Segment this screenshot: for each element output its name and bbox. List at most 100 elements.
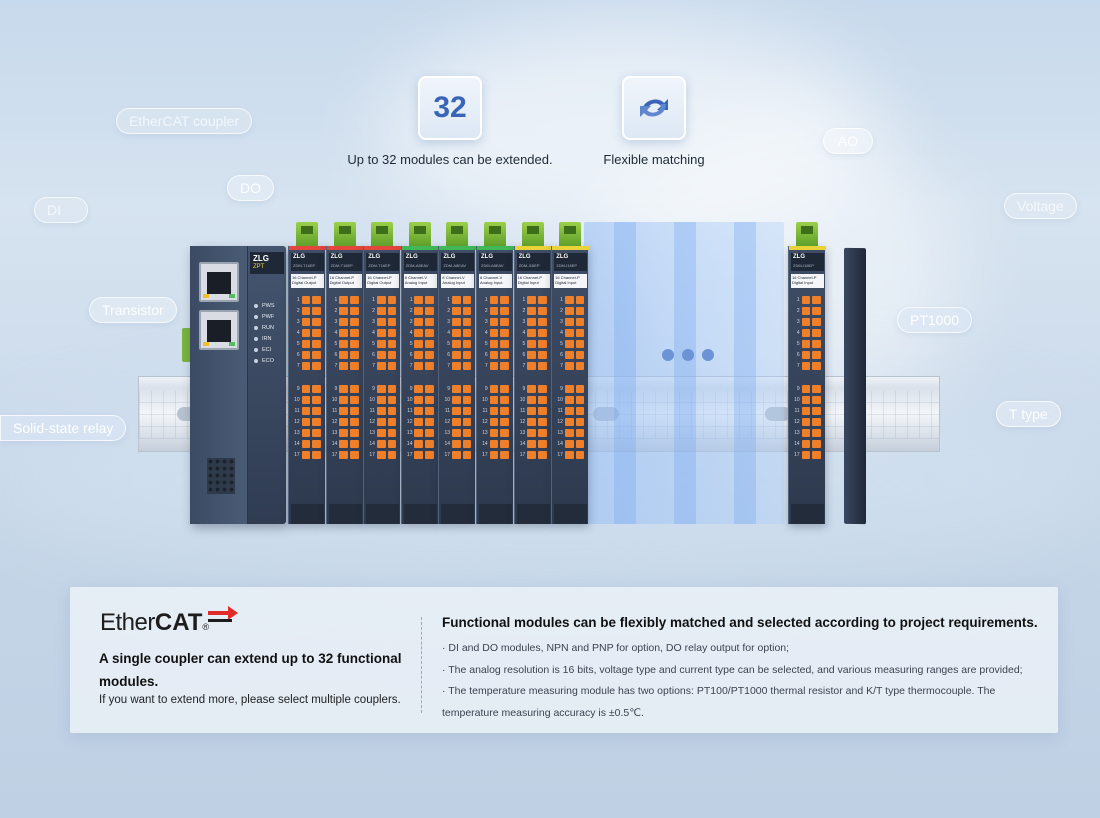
module-code: ZDM-A8EAV bbox=[481, 263, 504, 268]
terminal-release-icon bbox=[812, 439, 821, 448]
led-dot-icon bbox=[254, 336, 258, 341]
module-code: ZDM-T16EP bbox=[293, 263, 316, 268]
terminal-release-icon bbox=[312, 339, 321, 348]
terminal-release-icon bbox=[425, 317, 434, 326]
coupler-brand: ZLG bbox=[253, 254, 269, 263]
terminal-number: 2 bbox=[447, 307, 451, 314]
terminal-release-icon bbox=[376, 428, 386, 437]
terminal-release-icon bbox=[575, 328, 585, 337]
terminal-release-icon bbox=[349, 317, 359, 326]
terminal-release-icon bbox=[500, 306, 509, 315]
terminal-number: 2 bbox=[560, 307, 563, 314]
terminal-release-icon bbox=[339, 339, 348, 348]
terminal-number: 7 bbox=[447, 362, 451, 369]
terminal-number: 7 bbox=[296, 362, 300, 369]
terminal-gap bbox=[292, 371, 323, 383]
terminal-release-icon bbox=[301, 295, 311, 304]
terminal-release-icon bbox=[489, 306, 499, 315]
terminal-number: 14 bbox=[369, 440, 375, 447]
connector-plug bbox=[408, 222, 431, 246]
terminal-row: 1 bbox=[367, 294, 398, 305]
module-type-label: 16 Channel-P Digital Input bbox=[516, 274, 550, 288]
terminal-number: 17 bbox=[294, 451, 300, 458]
terminal-release-icon bbox=[527, 406, 536, 415]
module-type-label: 16 Channel-P Digital Output bbox=[366, 274, 400, 288]
terminal-release-icon bbox=[812, 384, 821, 393]
module-color-stripe bbox=[289, 246, 326, 250]
terminal-release-icon bbox=[500, 428, 509, 437]
terminal-release-icon bbox=[301, 450, 311, 459]
terminal-release-icon bbox=[575, 406, 585, 415]
terminal-release-icon bbox=[387, 439, 397, 448]
terminal-release-icon bbox=[812, 295, 821, 304]
list-item: · DI and DO modules, NPN and PNP for opt… bbox=[442, 642, 790, 654]
terminal-number: 4 bbox=[296, 329, 300, 336]
terminal-row: 1 bbox=[330, 294, 361, 305]
logo-arrow-icon bbox=[208, 606, 238, 622]
module-brand: ZLG bbox=[556, 254, 569, 260]
terminal-release-icon bbox=[801, 306, 811, 315]
terminal-release-icon bbox=[575, 306, 585, 315]
terminal-row: 7 bbox=[405, 360, 436, 371]
terminal-number: 3 bbox=[522, 318, 526, 325]
terminal-release-icon bbox=[312, 295, 321, 304]
tag-t-type: T type bbox=[996, 401, 1061, 427]
terminal-release-icon bbox=[801, 384, 811, 393]
terminal-release-icon bbox=[339, 439, 348, 448]
terminal-row: 4 bbox=[792, 327, 823, 338]
terminal-release-icon bbox=[537, 417, 547, 426]
terminal-release-icon bbox=[452, 350, 461, 359]
terminal-release-icon bbox=[425, 295, 434, 304]
led-label: ECO bbox=[262, 357, 274, 364]
terminal-number: 7 bbox=[409, 362, 413, 369]
list-item: · The temperature measuring module has t… bbox=[442, 685, 996, 719]
led-label: PWS bbox=[262, 302, 275, 309]
tag-do: DO bbox=[227, 175, 274, 201]
terminal-gap bbox=[792, 371, 823, 383]
terminal-release-icon bbox=[812, 417, 821, 426]
terminal-number: 3 bbox=[447, 318, 451, 325]
terminal-number: 9 bbox=[484, 385, 488, 392]
terminal-number: 4 bbox=[560, 329, 563, 336]
terminal-gap bbox=[442, 371, 473, 383]
coupler-header: ZLG ZPT bbox=[250, 252, 284, 274]
terminal-release-icon bbox=[812, 317, 821, 326]
connector-plug bbox=[484, 222, 506, 246]
terminal-number: 17 bbox=[519, 451, 526, 458]
terminal-row: 13 bbox=[555, 427, 586, 438]
terminal-release-icon bbox=[376, 295, 386, 304]
terminal-number: 14 bbox=[557, 440, 563, 447]
terminal-row: 7 bbox=[480, 360, 511, 371]
status-led: ECO bbox=[254, 355, 275, 366]
terminal-number: 9 bbox=[560, 385, 563, 392]
terminal-number: 13 bbox=[444, 429, 451, 436]
terminal-release-icon bbox=[376, 439, 386, 448]
terminal-number: 11 bbox=[294, 407, 300, 414]
terminal-release-icon bbox=[349, 439, 359, 448]
terminal-number: 6 bbox=[372, 351, 375, 358]
terminal-number: 2 bbox=[484, 307, 488, 314]
module-code: ZDM-A8EAV bbox=[443, 263, 466, 268]
led-label: PWF bbox=[262, 313, 275, 320]
terminal-release-icon bbox=[575, 350, 585, 359]
module-code: ZDM-I16EP bbox=[793, 263, 814, 268]
terminal-row: 9 bbox=[792, 383, 823, 394]
terminal-release-icon bbox=[387, 428, 397, 437]
terminal-row: 13 bbox=[518, 427, 549, 438]
terminal-number: 5 bbox=[796, 340, 800, 347]
terminal-row: 12 bbox=[367, 416, 398, 427]
module-color-stripe bbox=[401, 246, 439, 250]
terminal-row: 10 bbox=[518, 394, 549, 405]
terminal-number: 6 bbox=[447, 351, 451, 358]
terminal-number: 13 bbox=[406, 429, 413, 436]
terminal-number: 5 bbox=[560, 340, 563, 347]
terminal-number: 14 bbox=[406, 440, 413, 447]
terminal-release-icon bbox=[301, 306, 311, 315]
terminal-release-icon bbox=[425, 328, 434, 337]
